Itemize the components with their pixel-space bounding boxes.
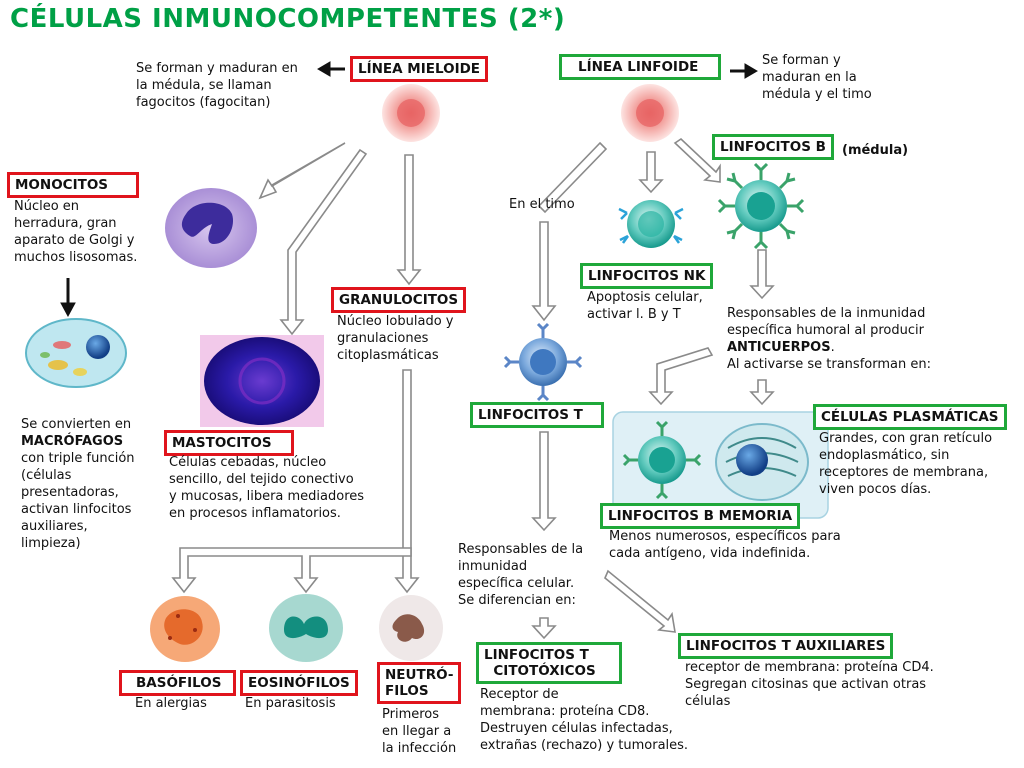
neutrofilos-label: NEUTRÓ- FILOS — [377, 662, 461, 704]
plasmaticas-label: CÉLULAS PLASMÁTICAS — [813, 404, 1007, 430]
humoral-text: Responsables de la inmunidad específica … — [727, 305, 931, 373]
arrow-left-mieloide — [317, 61, 331, 77]
timo-label: En el timo — [509, 197, 575, 212]
citotoxicos-label: LINFOCITOS T CITOTÓXICOS — [476, 642, 622, 684]
monocito-cell — [165, 188, 257, 268]
stem-cell-linfoide — [621, 84, 679, 142]
arrow-to-b-memoria — [648, 347, 714, 406]
granulocitos-desc: Núcleo lobulado y granulaciones citoplas… — [337, 314, 454, 363]
b-memoria-desc: Menos numerosos, específicos para cada a… — [609, 529, 841, 561]
linea-mieloide-label: LÍNEA MIELOIDE — [350, 56, 489, 82]
humoral-anticuerpos: ANTICUERPOS — [727, 340, 831, 355]
arrow-to-linfocitos-t — [531, 221, 557, 322]
celular-text: Responsables de la inmunidad específica … — [458, 542, 584, 608]
mieloide-note: Se forman y maduran en la médula, se lla… — [136, 61, 298, 110]
neutrofilo-cell — [379, 595, 443, 661]
plasmaticas-desc: Grandes, con gran retículo endoplasmátic… — [819, 431, 993, 497]
b-transform-panel — [612, 411, 829, 519]
eosinofilos-desc: En parasitosis — [245, 696, 336, 711]
basofilos-label: BASÓFILOS — [119, 670, 236, 696]
black-arrows — [60, 61, 758, 318]
arrow-to-granulocitos — [396, 154, 422, 286]
nk-cell — [618, 200, 684, 248]
mastocitos-label: MASTOCITOS — [164, 430, 294, 456]
arrow-to-nk — [638, 151, 664, 194]
monocitos-label: MONOCITOS — [7, 172, 139, 198]
linfoide-note: Se forman y maduran en la médula y el ti… — [762, 53, 872, 102]
arrow-to-citotoxicos — [531, 617, 557, 640]
arrow-to-neutrofilos — [394, 369, 420, 594]
humoral-text2: Al activarse se transforman en: — [727, 357, 931, 372]
arrow-t-down — [531, 431, 557, 532]
macrofagos-text: Se convierten en MACRÓFAGOS con triple f… — [21, 416, 135, 552]
arrow-to-monocito — [258, 142, 346, 200]
linfocitos-nk-label: LINFOCITOS NK — [580, 263, 714, 289]
neutrofilos-desc: Primeros en llegar a la infección — [382, 707, 457, 756]
macrofago-cell — [25, 318, 127, 388]
arrow-b-down — [749, 249, 775, 300]
basofilo-cell — [150, 596, 220, 662]
arrow-to-auxiliares — [604, 569, 676, 633]
page-title: CÉLULAS INMUNOCOMPETENTES (2*) — [10, 4, 566, 34]
auxiliares-desc: receptor de membrana: proteína CD4. Segr… — [685, 660, 934, 709]
linfocitos-t-label: LINFOCITOS T — [470, 402, 604, 428]
arrow-down-monocito — [60, 302, 76, 318]
macrofagos-pre: Se convierten en — [21, 417, 132, 432]
arrow-to-mastocitos — [279, 148, 368, 336]
linfocitos-nk-desc: Apoptosis celular, activar l. B y T — [587, 290, 703, 322]
linfocito-b-cell — [717, 162, 805, 250]
b-memoria-label: LINFOCITOS B MEMORIA — [600, 503, 801, 529]
arrow-to-linfocito-b — [673, 137, 721, 183]
linfocito-t-cell — [503, 322, 583, 402]
auxiliares-label: LINFOCITOS T AUXILIARES — [678, 633, 894, 659]
b-memoria-cell — [622, 420, 702, 500]
citotoxicos-desc: Receptor de membrana: proteína CD8. Dest… — [480, 687, 689, 753]
macrofagos-desc: con triple función (células presentadora… — [21, 451, 135, 551]
granulocitos-label: GRANULOCITOS — [331, 287, 467, 313]
mastocito-cell — [200, 335, 324, 427]
arrow-right-linfoide — [744, 63, 758, 79]
humoral-after: . — [830, 340, 835, 355]
arrow-linfoide-diag — [537, 141, 608, 214]
linfocitos-b-label: LINFOCITOS B — [712, 134, 834, 160]
basofilos-desc: En alergias — [135, 696, 207, 711]
eosinofilo-cell — [269, 594, 343, 662]
humoral-text-main: Responsables de la inmunidad específica … — [727, 306, 926, 338]
monocitos-desc: Núcleo en herradura, gran aparato de Gol… — [14, 199, 138, 265]
granulo-branch-bar — [171, 547, 412, 594]
plasmatica-cell — [715, 423, 809, 501]
eosinofilos-label: EOSINÓFILOS — [240, 670, 358, 696]
stem-cell-mieloide — [382, 84, 440, 142]
linfocitos-b-suffix: (médula) — [842, 143, 909, 158]
mastocitos-desc: Células cebadas, núcleo sencillo, del te… — [169, 455, 365, 521]
flow-arrows — [171, 137, 775, 640]
linea-linfoide-label: LÍNEA LINFOIDE — [559, 54, 721, 80]
macrofagos-bold: MACRÓFAGOS — [21, 434, 124, 449]
arrow-to-plasmatica — [749, 379, 775, 406]
